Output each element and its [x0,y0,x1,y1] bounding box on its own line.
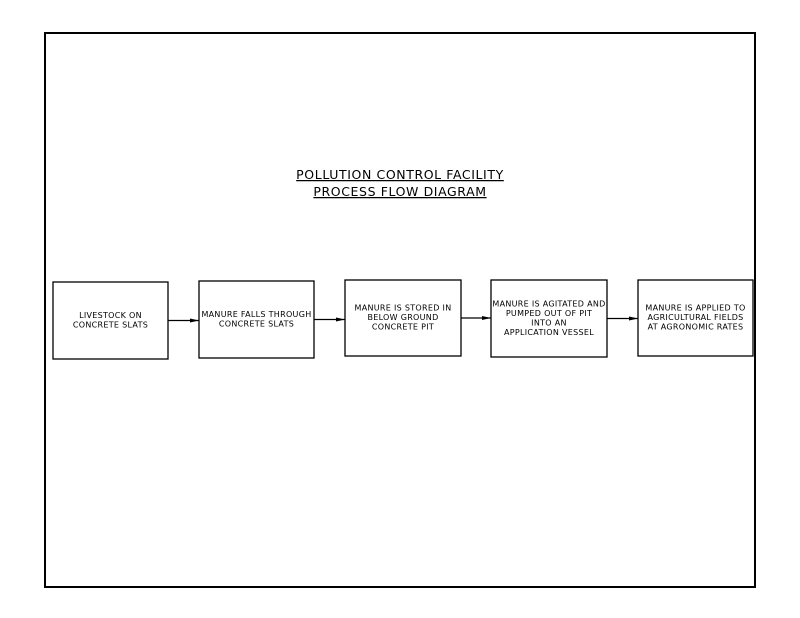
step-label-line: CONCRETE SLATS [73,320,148,329]
diagram-title-line1: POLLUTION CONTROL FACILITY [296,167,504,182]
step-label-line: MANURE IS AGITATED AND [492,299,605,308]
arrowhead-icon [190,318,199,323]
step-label-line: AT AGRONOMIC RATES [648,323,744,332]
step-label-line: INTO AN [531,318,567,327]
step-box [490,279,608,358]
step-label-line: MANURE IS APPLIED TO [645,304,745,313]
step-box [637,279,754,357]
step-label-line: CONCRETE PIT [372,323,434,332]
step-box [344,279,462,357]
step-box [52,281,169,360]
step-label-line: BELOW GROUND [367,313,438,322]
step-label-line: AGRICULTURAL FIELDS [647,313,743,322]
step-label-line: PUMPED OUT OF PIT [506,309,592,318]
step-label-line: MANURE FALLS THROUGH [201,310,311,319]
drawing-border [44,32,756,588]
arrowhead-icon [629,316,638,321]
diagram-title-line2: PROCESS FLOW DIAGRAM [313,184,486,199]
step-label-line: CONCRETE SLATS [219,319,294,328]
step-label-line: LIVESTOCK ON [79,311,142,320]
arrowhead-icon [336,317,345,322]
step-label-line: APPLICATION VESSEL [504,328,594,337]
step-label-line: MANURE IS STORED IN [355,304,452,313]
arrowhead-icon [482,316,491,320]
